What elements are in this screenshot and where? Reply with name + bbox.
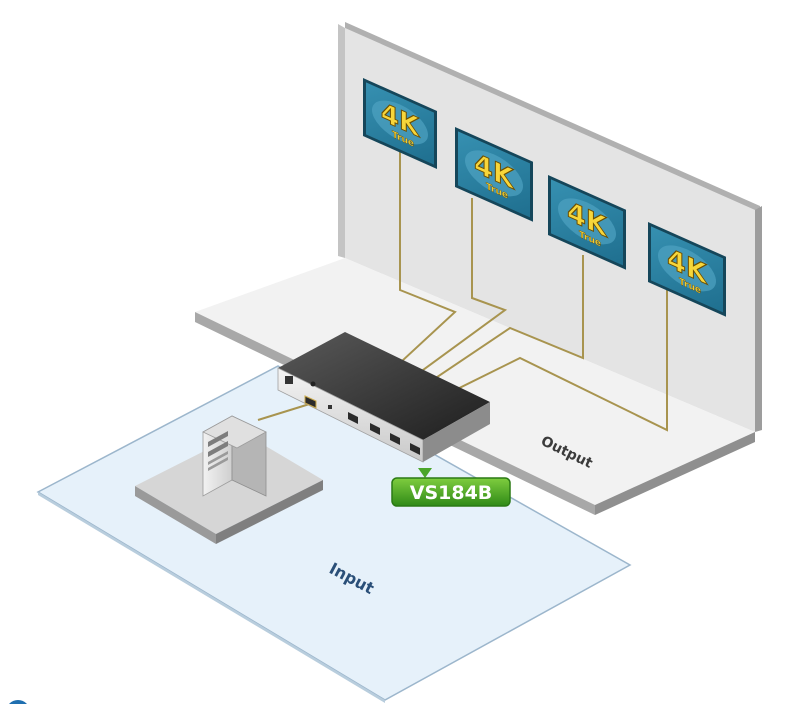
cable-output-2 bbox=[381, 198, 508, 401]
model-badge: VS184B bbox=[391, 468, 511, 507]
input-floor bbox=[36, 365, 632, 703]
computer-pedestal bbox=[135, 432, 323, 544]
computer-tower-icon bbox=[202, 415, 267, 497]
display-3: 4K True bbox=[548, 175, 626, 270]
corner-marker bbox=[9, 700, 27, 704]
display-2: 4K True bbox=[455, 127, 533, 222]
cable-output-3 bbox=[399, 255, 584, 403]
model-label: VS184B bbox=[410, 482, 493, 504]
cable-output-1 bbox=[361, 145, 457, 399]
display-4: 4K True bbox=[648, 222, 726, 317]
hdmi-cables bbox=[257, 145, 668, 432]
cable-output-4 bbox=[424, 290, 668, 432]
cable-input bbox=[257, 401, 317, 421]
vs184b-splitter-device bbox=[277, 332, 490, 463]
display-1: 4K True bbox=[363, 78, 437, 169]
